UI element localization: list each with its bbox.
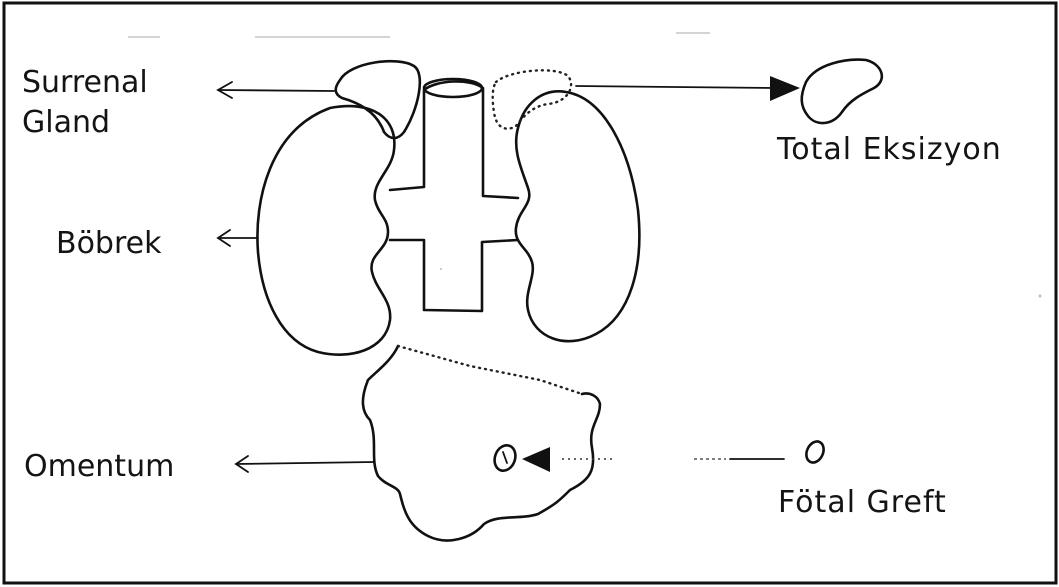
aorta <box>390 81 518 311</box>
label-total-eksizyon: Total Eksizyon <box>776 132 1002 167</box>
label-omentum: Omentum <box>24 449 174 484</box>
arrow-total-excision <box>576 76 800 101</box>
omentum-cut-edge <box>398 346 582 394</box>
label-fotal-greft: Fötal Greft <box>778 485 947 520</box>
arrowhead-into-omentum <box>522 447 550 472</box>
scan-speck <box>440 268 442 270</box>
scan-speck <box>1039 295 1042 298</box>
label-gland: Gland <box>22 105 110 140</box>
arrow-bobrek <box>218 230 258 246</box>
total-excision-gland <box>802 60 882 123</box>
surrenal-gland-left <box>336 61 420 138</box>
arrow-surrenal-gland <box>218 82 334 98</box>
graft-mark <box>503 452 507 463</box>
surrenal-gland-right-excised <box>493 70 571 128</box>
omentum <box>363 346 600 540</box>
label-surrenal: Surrenal <box>22 65 148 100</box>
label-bobrek: Böbrek <box>56 226 162 261</box>
scan-marks <box>128 33 710 37</box>
fetal-graft-icon <box>803 439 827 466</box>
arrow-omentum <box>236 456 374 472</box>
kidney-left <box>257 106 394 355</box>
kidney-right <box>516 91 640 341</box>
